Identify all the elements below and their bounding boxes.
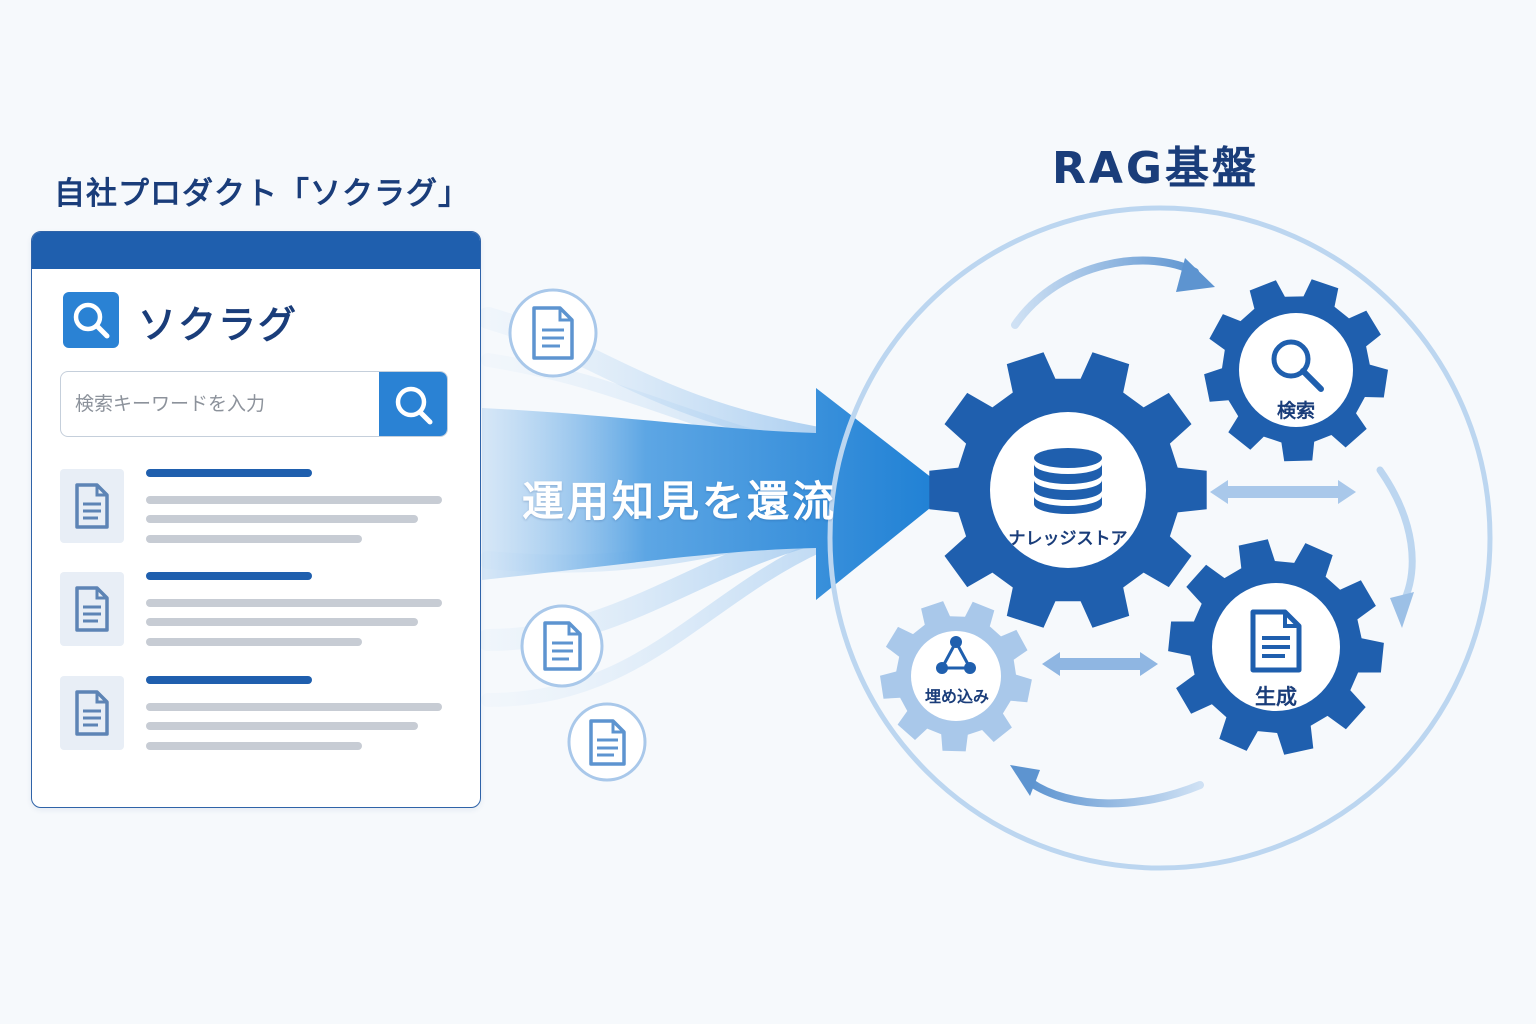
- result-thumbnail: [60, 676, 124, 750]
- app-header-bar: [32, 232, 480, 269]
- rag-platform-title: RAG基盤: [1052, 143, 1260, 194]
- document-icon: [1250, 609, 1302, 673]
- cycle-arrow-top: [1011, 256, 1215, 329]
- result-snippet-bar: [146, 722, 418, 730]
- result-snippet-bar: [146, 496, 442, 504]
- double-arrow-store-search: [1210, 480, 1356, 504]
- result-title-bar: [146, 676, 312, 684]
- result-snippet-bar: [146, 638, 362, 646]
- app-logo: [63, 292, 119, 348]
- search-button[interactable]: [379, 372, 447, 436]
- result-snippet-bar: [146, 703, 442, 711]
- document-icon: [589, 719, 626, 766]
- double-arrow-embed-gen: [1042, 652, 1158, 676]
- rag-boundary-circle: [827, 205, 1493, 871]
- cycle-arrow-right: [1376, 466, 1416, 628]
- result-item[interactable]: [60, 572, 450, 648]
- document-icon: [75, 586, 109, 632]
- gear-label-generation: 生成: [1255, 685, 1297, 709]
- result-thumbnail: [60, 572, 124, 646]
- gear-center: [911, 631, 1001, 721]
- result-thumbnail: [60, 469, 124, 543]
- gear-label-knowledge-store: ナレッジストア: [1008, 529, 1128, 549]
- document-bubble-2: [520, 604, 604, 688]
- network-icon: [936, 636, 976, 674]
- document-icon: [532, 306, 574, 360]
- gear-embedding: [880, 601, 1032, 752]
- search-input[interactable]: [61, 372, 379, 435]
- search-icon: [73, 302, 110, 339]
- cycle-arrow-bottom: [1010, 765, 1204, 808]
- gear-search: [1204, 279, 1388, 462]
- document-icon: [75, 483, 109, 529]
- result-snippet-bar: [146, 535, 362, 543]
- flow-label: 運用知見を還流: [522, 477, 838, 526]
- search-icon: [395, 386, 433, 425]
- result-snippet-bar: [146, 515, 418, 523]
- gear-label-embedding: 埋め込み: [924, 687, 990, 706]
- product-title: 自社プロダクト「ソクラグ」: [54, 176, 470, 212]
- result-title-bar: [146, 572, 312, 580]
- app-name: ソクラグ: [138, 303, 299, 347]
- result-item[interactable]: [60, 469, 450, 545]
- app-window: ソクラグ: [31, 231, 481, 808]
- document-bubble-1: [508, 288, 598, 378]
- result-snippet-bar: [146, 618, 418, 626]
- result-snippet-bar: [146, 599, 442, 607]
- gear-label-search: 検索: [1276, 400, 1316, 422]
- result-snippet-bar: [146, 742, 362, 750]
- document-icon: [75, 690, 109, 736]
- document-icon: [543, 621, 582, 671]
- search-icon: [1271, 339, 1324, 392]
- result-item[interactable]: [60, 676, 450, 752]
- database-icon: [1034, 448, 1102, 514]
- flow-arrow: [482, 388, 950, 600]
- search-box: [60, 371, 448, 437]
- document-bubble-3: [567, 702, 647, 782]
- result-title-bar: [146, 469, 312, 477]
- gear-center: [1239, 313, 1353, 427]
